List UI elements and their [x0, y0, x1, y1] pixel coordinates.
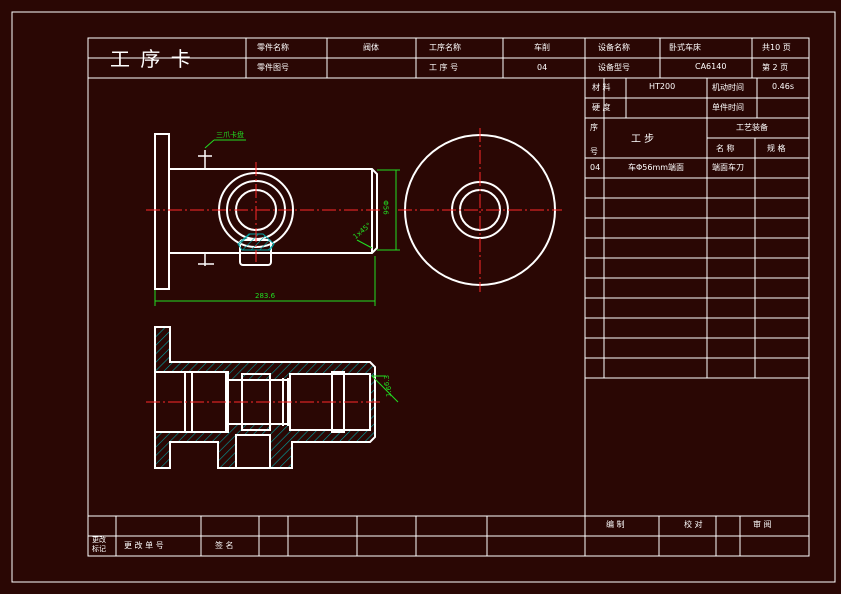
- machine-time-value: 0.46s: [772, 82, 794, 91]
- signature-label: 签 名: [215, 541, 234, 550]
- equipment-header: 工艺装备: [736, 123, 768, 132]
- page-title: 工 序 卡: [110, 47, 193, 71]
- material-value: HT200: [649, 82, 676, 91]
- process-name-value: 车削: [534, 43, 550, 52]
- change-mark-bottom: 标记: [92, 545, 106, 553]
- process-number-value: 04: [537, 63, 548, 72]
- front-view-centerlines: [146, 162, 382, 262]
- process-table-grid: [584, 78, 809, 516]
- total-pages: 共10 页: [762, 43, 791, 52]
- check-label: 校 对: [684, 520, 703, 529]
- compile-label: 编 制: [606, 520, 625, 529]
- table-row-seq: 04: [590, 163, 601, 172]
- roughness-dimension: 6.3: [383, 374, 392, 387]
- outer-border: [11, 11, 836, 583]
- change-doc-label: 更 改 单 号: [124, 541, 164, 550]
- section-view-dimensions: [371, 375, 399, 403]
- equipment-name-label: 设备名称: [598, 43, 630, 52]
- unit-time-label: 单件时间: [712, 103, 744, 112]
- length-dimension: 283.6: [255, 292, 276, 300]
- change-mark-top: 更改: [92, 536, 106, 544]
- part-name-value: 阀体: [363, 43, 379, 52]
- hardness-label: 硬 度: [592, 103, 611, 112]
- diameter-dimension: Φ56: [381, 200, 390, 215]
- spec-header: 规 格: [767, 144, 786, 153]
- seq-label-bottom: 号: [590, 147, 598, 156]
- material-label: 材 料: [592, 83, 611, 92]
- equipment-name-value: 卧式车床: [669, 43, 701, 52]
- header-grid: [88, 38, 809, 79]
- part-name-label: 零件名称: [257, 43, 289, 52]
- footer-grid: [88, 515, 809, 556]
- equipment-model-label: 设备型号: [598, 63, 630, 72]
- page-number: 第 2 页: [762, 63, 789, 72]
- seq-label-top: 序: [590, 123, 598, 132]
- fixture-symbol: [198, 150, 214, 266]
- process-number-label: 工 序 号: [429, 63, 459, 72]
- equipment-model-value: CA6140: [695, 62, 727, 71]
- machine-time-label: 机动时间: [712, 83, 744, 92]
- part-number-label: 零件图号: [257, 63, 289, 72]
- name-header: 名 称: [716, 144, 735, 153]
- table-row-step: 车Φ56mm端面: [628, 163, 685, 172]
- step-header: 工 步: [631, 134, 655, 145]
- front-view-dimensions: [154, 139, 400, 306]
- inner-border: [87, 37, 810, 557]
- section-view-hatch: [154, 326, 376, 469]
- review-label: 审 阅: [753, 520, 772, 529]
- roughness-dimension-2: 1.6: [385, 385, 394, 398]
- table-row-tool: 端面车刀: [712, 163, 744, 172]
- side-view-centerlines: [398, 128, 562, 292]
- fixture-note: 三爪卡盘: [216, 131, 244, 139]
- front-view: [154, 133, 378, 290]
- process-name-label: 工序名称: [429, 43, 461, 52]
